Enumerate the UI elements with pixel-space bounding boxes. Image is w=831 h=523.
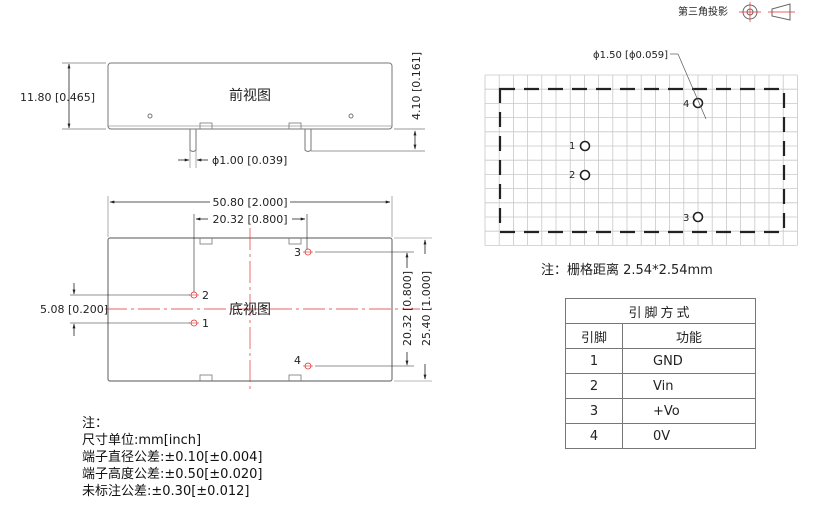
svg-text:2: 2 — [569, 170, 575, 181]
pin-table-title: 引脚方式 — [565, 298, 756, 324]
depth-dim: 25.40 [1.000] — [420, 271, 433, 346]
bottom-pin-2: 2 — [189, 289, 209, 302]
svg-text:3: 3 — [294, 246, 301, 259]
table-row: 4 0V — [565, 423, 756, 449]
front-height-dim: 11.80 [0.465] — [20, 91, 95, 104]
pin-diameter-dim: ϕ1.00 [0.039] — [212, 154, 287, 167]
table-row: 3 +Vo — [565, 398, 756, 424]
note-line: 尺寸单位:mm[inch] — [82, 433, 202, 448]
table-row: 2 Vin — [565, 373, 756, 399]
front-view-title: 前视图 — [229, 87, 271, 104]
svg-text:1: 1 — [202, 317, 209, 330]
projection-label: 第三角投影 — [678, 5, 728, 18]
pcb-grid — [484, 74, 798, 246]
pin-height-dim: 4.10 [0.161] — [410, 52, 423, 120]
svg-text:2: 2 — [202, 289, 209, 302]
third-angle-circle-icon — [739, 2, 761, 22]
pin-spacing-x-dim: 20.32 [0.800] — [212, 213, 287, 226]
svg-text:4: 4 — [683, 99, 689, 110]
note-line: 端子直径公差:±0.10[±0.004] — [82, 450, 263, 465]
bottom-view: 底视图 1 2 3 4 50.80 [2.000] — [40, 196, 433, 392]
pin-spacing-y-dim: 20.32 [0.800] — [401, 271, 414, 346]
pcb-pin-1: 1 — [569, 140, 591, 152]
pin-spacing-y-small-dim: 5.08 [0.200] — [40, 303, 108, 316]
note-line: 未标注公差:±0.30[±0.012] — [82, 484, 250, 499]
notes-title: 注： — [82, 416, 109, 431]
projection-symbol: 第三角投影 — [678, 2, 795, 22]
svg-text:4: 4 — [294, 354, 301, 367]
bottom-pin-3: 3 — [294, 246, 313, 259]
pcb-pin-3: 3 — [683, 211, 704, 224]
svg-text:3: 3 — [683, 213, 689, 224]
bottom-view-title: 底视图 — [229, 302, 271, 318]
pin-table: 引脚方式 引脚 功能 1 GND 2 Vin 3 +Vo 4 0V — [565, 298, 756, 449]
front-view: 前视图 11.80 [0.465] 4.10 [0.161] ϕ1.00 [0.… — [20, 52, 425, 168]
pin-table-header-pin: 引脚 — [565, 323, 623, 349]
svg-text:1: 1 — [569, 141, 575, 152]
note-line: 端子高度公差:±0.50[±0.020] — [82, 467, 263, 482]
table-row: 1 GND — [565, 348, 756, 374]
pcb-layout: 1 2 3 4 ϕ1.50 [ϕ0.059] 注：栅格距离 2.54*2.54m… — [484, 50, 798, 278]
pcb-pin-2: 2 — [569, 169, 591, 181]
pin-table-header-function: 功能 — [622, 323, 756, 349]
hole-dim: ϕ1.50 [ϕ0.059] — [593, 50, 668, 61]
third-angle-cone-icon — [768, 3, 795, 21]
notes: 注： 尺寸单位:mm[inch] 端子直径公差:±0.10[±0.004] 端子… — [82, 415, 262, 500]
width-dim: 50.80 [2.000] — [212, 196, 287, 209]
bottom-pin-1: 1 — [189, 317, 209, 330]
bottom-pin-4: 4 — [294, 354, 313, 370]
grid-note: 注：栅格距离 2.54*2.54mm — [541, 262, 713, 278]
